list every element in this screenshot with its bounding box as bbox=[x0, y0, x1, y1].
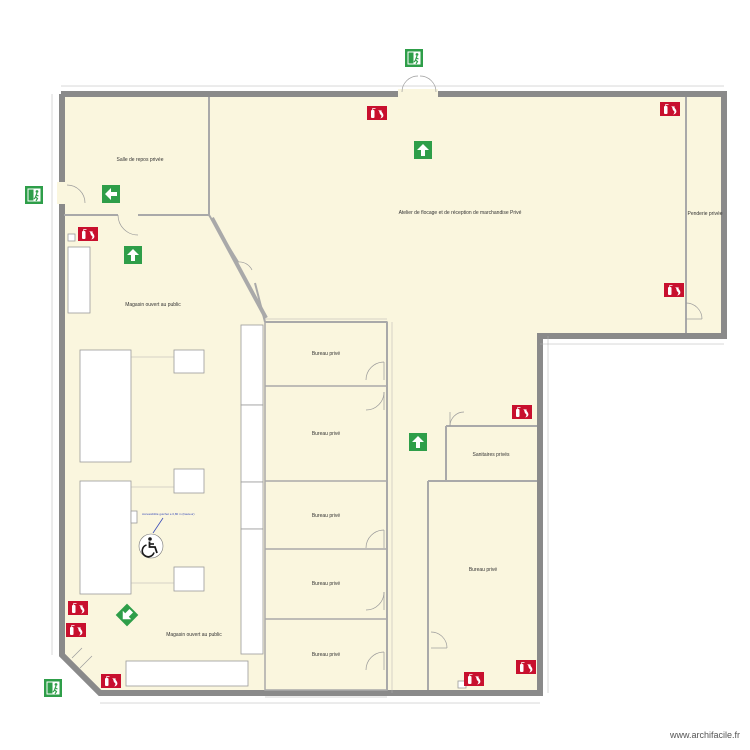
room-label-bureau-right: Bureau privé bbox=[469, 567, 498, 573]
wheelchair-accessibility-icon bbox=[138, 533, 164, 559]
fire-extinguisher-icon bbox=[77, 226, 99, 242]
accessibility-annotation: Accessibilité guichet ≤ 0,80 m (hauteur) bbox=[142, 512, 195, 516]
exit-arrow-icon bbox=[409, 433, 427, 451]
exit-arrow-icon bbox=[414, 141, 432, 159]
exit-arrow-icon bbox=[102, 185, 120, 203]
room-label-atelier: Atelier de flocage et de réception de ma… bbox=[399, 210, 522, 216]
room-label-salle-repos: Salle de repos privée bbox=[117, 157, 164, 163]
office-partitions bbox=[264, 321, 388, 691]
emergency-exit-door-icon bbox=[404, 48, 424, 68]
emergency-exit-door-icon bbox=[43, 678, 63, 698]
west-door-gap bbox=[57, 182, 67, 204]
fire-extinguisher-icon bbox=[511, 404, 533, 420]
room-label-bureau-3: Bureau privé bbox=[312, 513, 341, 519]
dimension-lines bbox=[51, 85, 724, 704]
annotation-leader bbox=[152, 517, 164, 534]
floor-area bbox=[61, 94, 724, 693]
fire-extinguisher-icon bbox=[515, 659, 537, 675]
room-label-sanitaires: Sanitaires privés bbox=[473, 452, 510, 458]
fire-extinguisher-icon bbox=[366, 105, 388, 121]
room-label-magasin-2: Magasin ouvert au public bbox=[166, 632, 222, 638]
room-label-bureau-5: Bureau privé bbox=[312, 652, 341, 658]
room-label-bureau-2: Bureau privé bbox=[312, 431, 341, 437]
exit-arrow-icon bbox=[124, 246, 142, 264]
watermark: www.archifacile.fr bbox=[669, 730, 740, 740]
fire-extinguisher-icon bbox=[463, 671, 485, 687]
fire-extinguisher-icon bbox=[100, 673, 122, 689]
shop-fixtures bbox=[67, 233, 467, 689]
door-swings bbox=[66, 75, 703, 671]
diagonal-wall bbox=[210, 217, 268, 319]
fire-extinguisher-icon bbox=[65, 622, 87, 638]
room-label-penderie: Penderie privée bbox=[687, 211, 722, 217]
room-label-magasin-1: Magasin ouvert au public bbox=[125, 302, 181, 308]
fire-extinguisher-icon bbox=[659, 101, 681, 117]
room-label-bureau-4: Bureau privé bbox=[312, 581, 341, 587]
north-door-gap bbox=[398, 89, 438, 99]
fire-extinguisher-icon bbox=[663, 282, 685, 298]
exterior-wall bbox=[59, 91, 727, 696]
emergency-exit-door-icon bbox=[24, 185, 44, 205]
room-label-bureau-1: Bureau privé bbox=[312, 351, 341, 357]
fire-extinguisher-icon bbox=[67, 600, 89, 616]
